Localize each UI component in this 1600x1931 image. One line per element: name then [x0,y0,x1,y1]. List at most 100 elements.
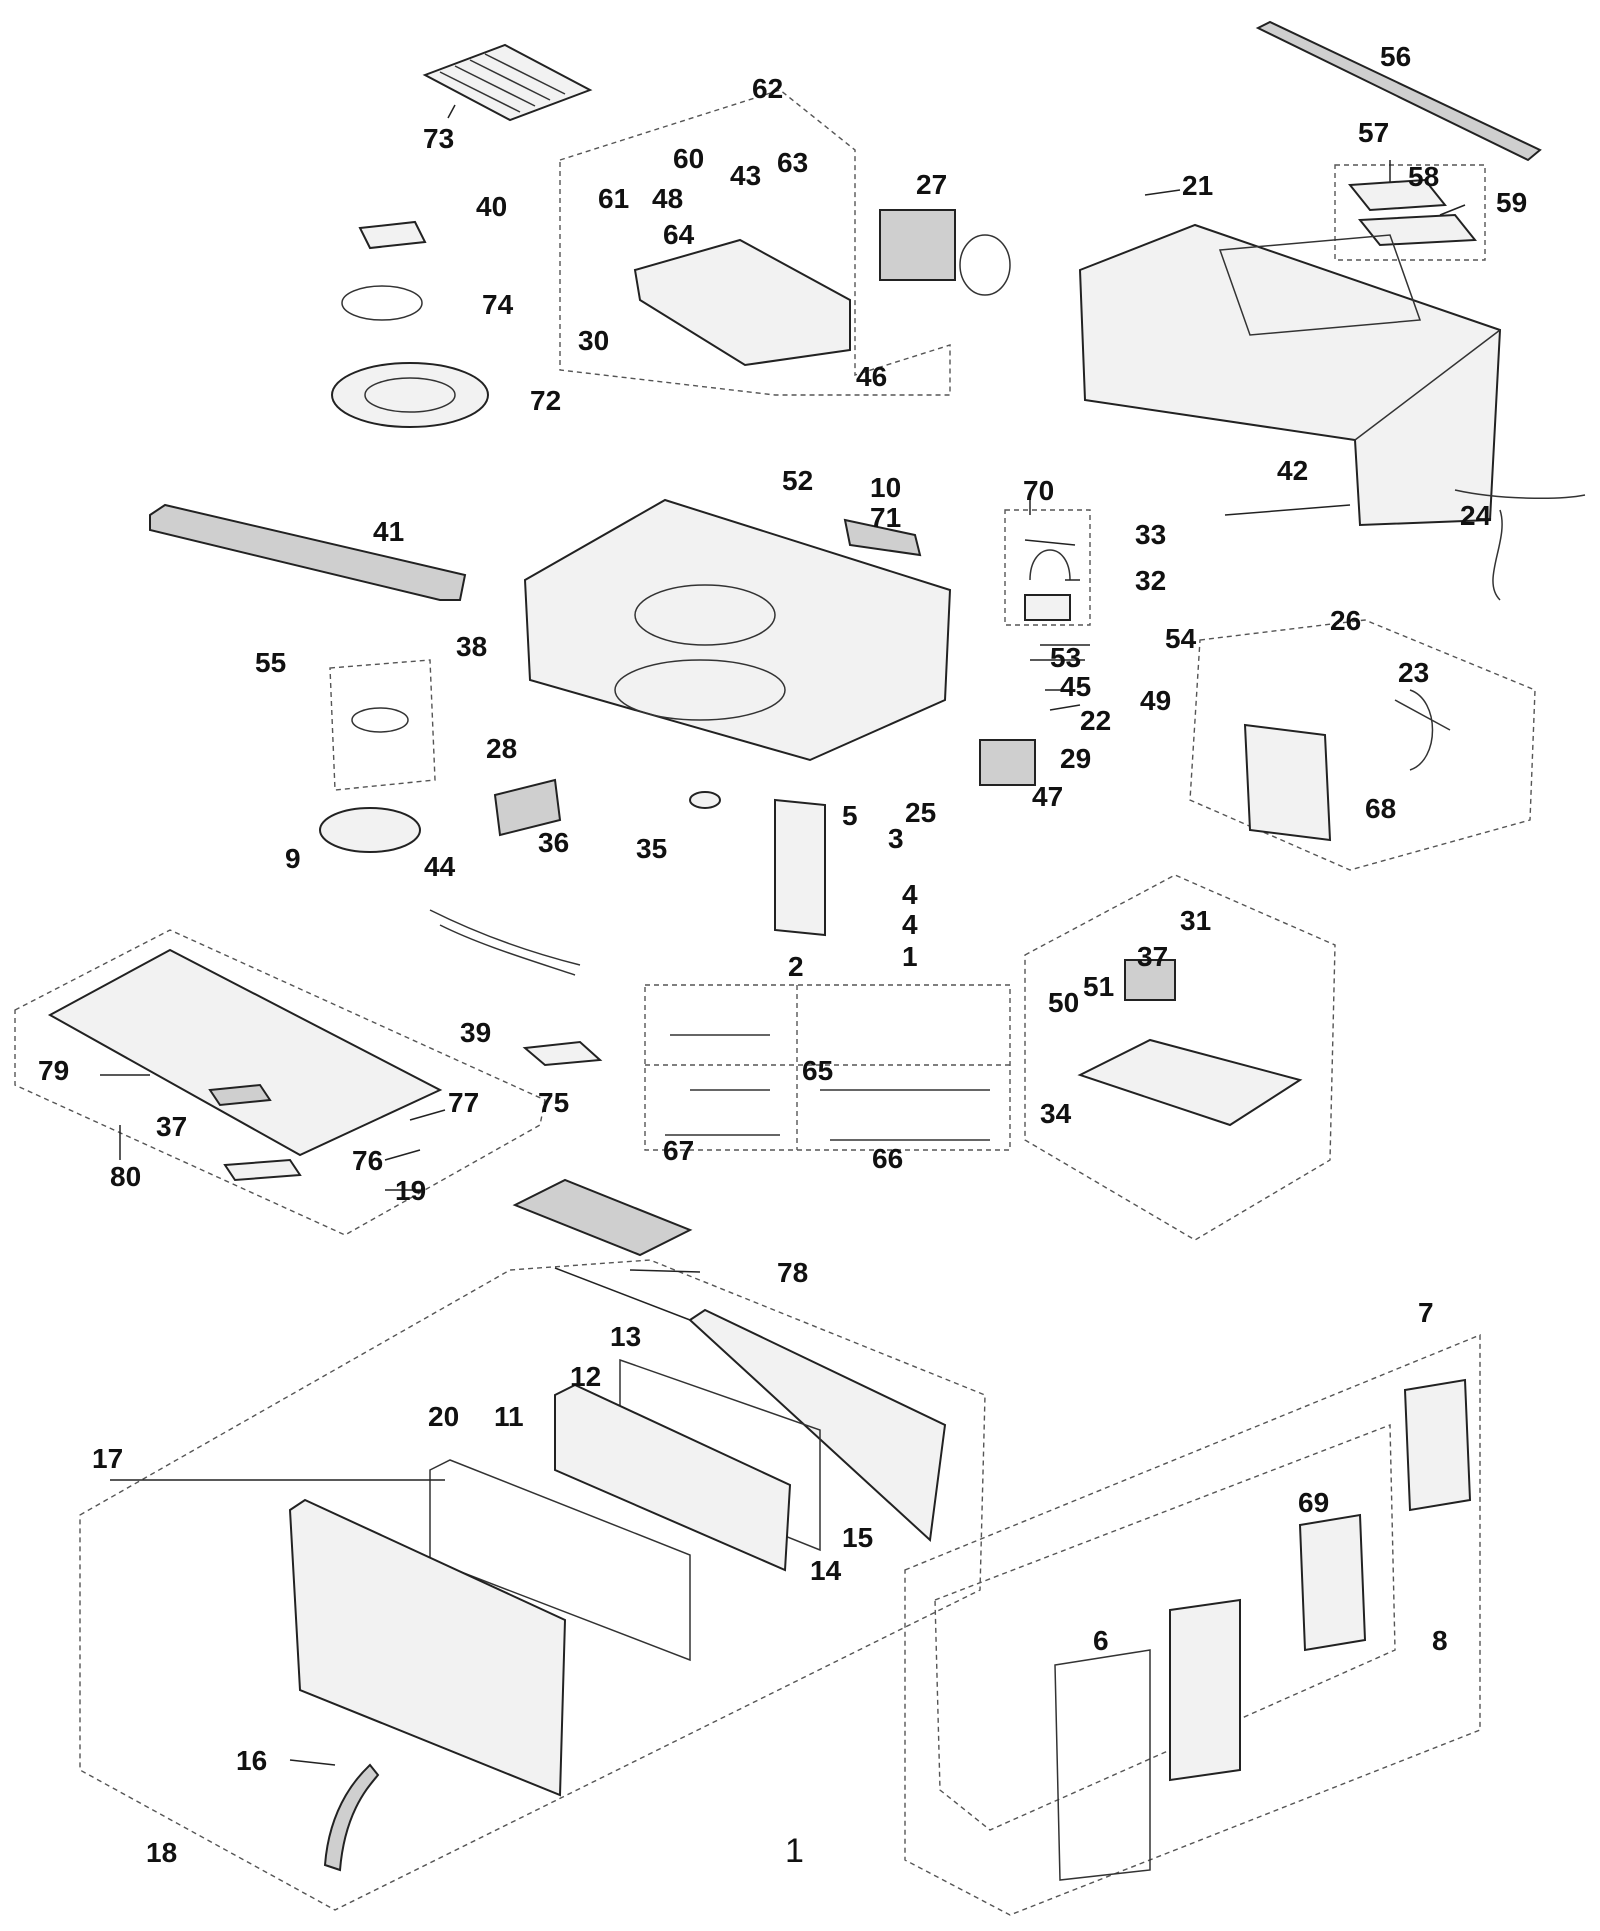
callout-14: 14 [810,1555,842,1586]
callout-34: 34 [1040,1098,1072,1129]
part-72-tray [331,362,489,428]
part-77-bottom-plate [47,948,443,1157]
callout-24: 24 [1460,500,1492,531]
callout-10: 10 [870,472,901,503]
callout-11: 11 [494,1401,524,1432]
callout-58: 58 [1408,161,1439,192]
callout-48: 48 [652,183,683,214]
part-29-transformer [979,739,1036,786]
callout-65: 65 [802,1055,833,1086]
part-door-choke [429,1459,691,1662]
part-78-filter [512,1178,693,1257]
callout-36: 36 [538,827,569,858]
part-40 [358,220,427,250]
callout-29: 29 [1060,743,1091,774]
part-32-capacitor [1024,594,1071,621]
part-36 [493,778,562,837]
callout-60: 60 [673,143,704,174]
callout-61: 61 [598,183,629,214]
callout-12: 12 [570,1361,601,1392]
callout-59: 59 [1496,187,1527,218]
group-69-outline [934,1423,1396,1831]
callout-53: 53 [1050,642,1081,673]
callout-72: 72 [530,385,561,416]
group-75-outline [14,929,546,1236]
callout-4a: 4 [902,879,918,910]
callout-77: 77 [448,1087,479,1118]
callout-15: 15 [842,1522,873,1553]
group-18-outline [79,1259,986,1911]
callout-50: 50 [1048,987,1079,1018]
part-64-duct [633,238,851,367]
callout-5: 5 [842,800,858,831]
callout-75: 75 [538,1087,569,1118]
group-70-outline [1004,509,1091,626]
callout-23: 23 [1398,657,1429,688]
callout-52: 52 [782,465,813,496]
part-34-plate [1077,1038,1303,1127]
callout-55: 55 [255,647,286,678]
part-19 [223,1158,302,1182]
hardware-kit-outline [644,984,1011,1151]
part-55-fan [351,707,409,733]
callout-54: 54 [1165,623,1197,654]
callout-68: 68 [1365,793,1396,824]
part-23-fan-blade [1394,689,1451,771]
part-74-roller-ring [341,285,423,321]
group-57-outline [1334,164,1486,261]
callout-41: 41 [373,516,404,547]
callout-33: 33 [1135,519,1166,550]
callout-32: 32 [1135,565,1166,596]
part-56-vent-strip [1255,20,1542,162]
part-71 [843,518,922,557]
callout-56: 56 [1380,41,1411,72]
callout-31: 31 [1180,905,1211,936]
part-shapes [47,20,1586,1881]
callout-7: 7 [1418,1297,1434,1328]
part-control-board [1403,1378,1472,1512]
callout-78: 78 [777,1257,808,1288]
hardware-items [665,1034,990,1141]
callout-38: 38 [456,631,487,662]
callout-80: 80 [110,1161,141,1192]
callout-46: 46 [856,361,887,392]
callout-8: 8 [1432,1625,1448,1656]
callout-13: 13 [610,1321,641,1352]
callout-45: 45 [1060,671,1091,702]
callout-37a: 37 [1137,941,1168,972]
callout-28: 28 [486,733,517,764]
part-33 [1029,549,1071,581]
part-35 [689,791,721,809]
callout-37b: 37 [156,1111,187,1142]
callout-35: 35 [636,833,667,864]
callout-22: 22 [1080,705,1111,736]
callout-49: 49 [1140,685,1171,716]
part-21-cabinet [1078,223,1502,527]
part-58 [1348,178,1447,212]
part-69-board [1298,1513,1367,1652]
callout-74: 74 [482,289,514,320]
page-number: 1 [785,1832,804,1870]
callout-64: 64 [663,219,695,250]
callout-47: 47 [1032,781,1063,812]
group-62-outline [559,89,951,396]
callout-1: 1 [902,941,918,972]
callout-3: 3 [888,823,904,854]
callout-70: 70 [1023,475,1054,506]
callout-43: 43 [730,160,761,191]
group-outlines [14,89,1536,1916]
callout-79: 79 [38,1055,69,1086]
callout-57: 57 [1358,117,1389,148]
callout-39: 39 [460,1017,491,1048]
callout-62: 62 [752,73,783,104]
part-24-power-cord [1454,489,1586,601]
callout-18: 18 [146,1837,177,1868]
callout-27: 27 [916,169,947,200]
callout-73: 73 [423,123,454,154]
callout-4b: 4 [902,909,918,940]
callout-2: 2 [788,951,804,982]
callout-20: 20 [428,1401,459,1432]
part-wire-harness [429,909,581,976]
callout-67: 67 [663,1135,694,1166]
